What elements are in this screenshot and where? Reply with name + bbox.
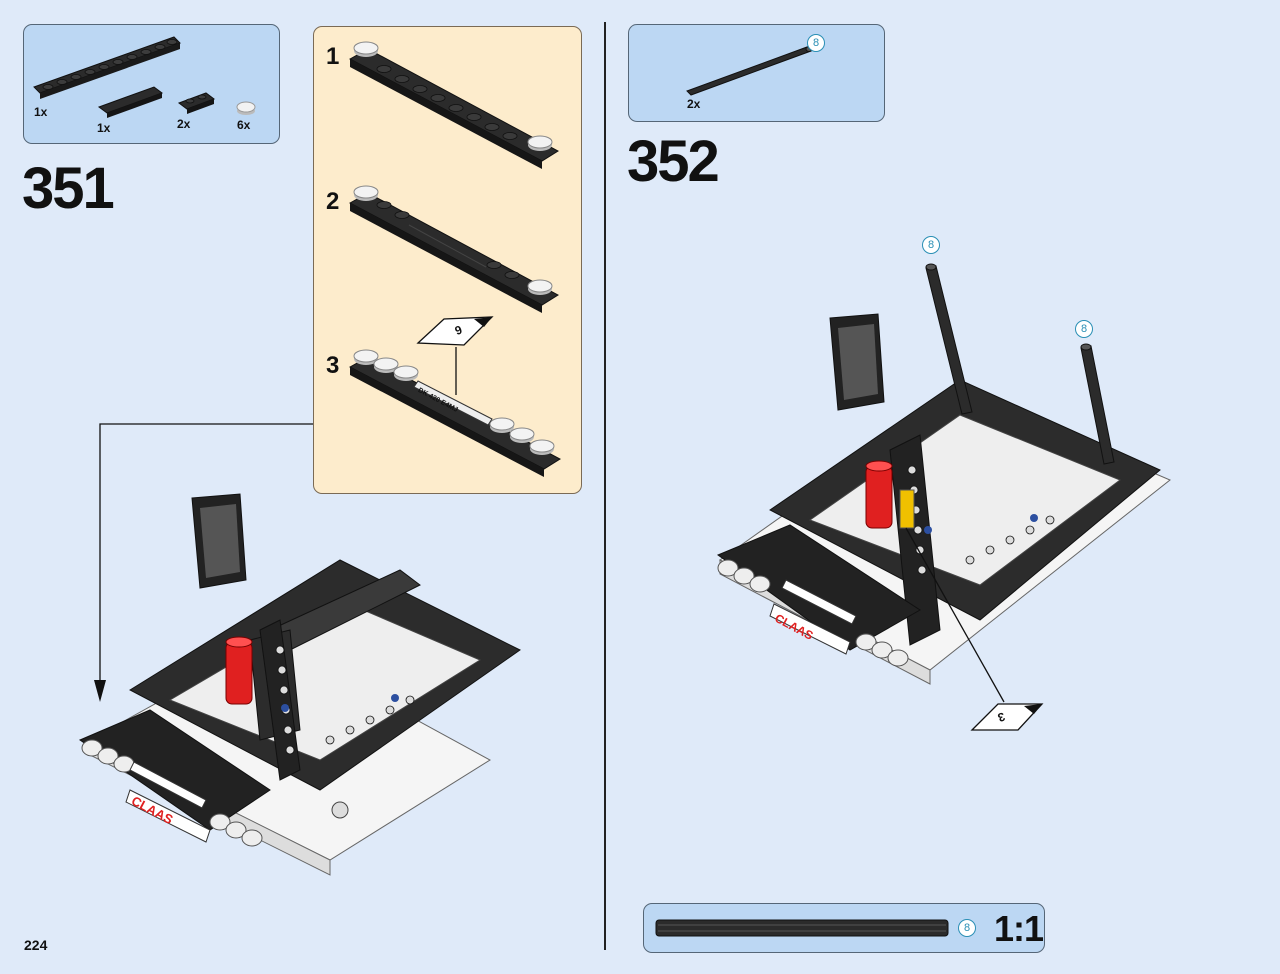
axle-length-badge: 8 (1075, 320, 1093, 338)
part-qty: 1x (34, 105, 48, 119)
axle-length-badge: 8 (807, 34, 825, 52)
page-number: 224 (24, 937, 48, 953)
substep-illustration (348, 41, 561, 477)
step-number-352: 352 (627, 129, 720, 194)
scale-reference-box: 8 1:1 (643, 903, 1045, 953)
model-illustration-352 (716, 263, 1171, 731)
scale-ratio: 1:1 (994, 908, 1044, 949)
part-qty: 1x (97, 121, 111, 135)
substep-number: 2 (326, 188, 340, 215)
substep-number: 3 (326, 352, 340, 379)
axle-length-badge: 8 (922, 236, 940, 254)
parts-list-351: 1x 1x 2x 6x (23, 24, 280, 144)
callout-arrow (94, 423, 313, 702)
part-qty: 6x (237, 118, 251, 132)
axle-length-badge: 8 (958, 919, 976, 937)
parts-list-352: 2x 8 (628, 24, 885, 122)
axle-scale-icon (655, 919, 949, 937)
page-divider (604, 22, 606, 950)
part-qty: 2x (687, 97, 701, 111)
substep-number: 1 (326, 43, 340, 70)
parts-illustration-351 (33, 36, 256, 118)
part-qty: 2x (177, 117, 191, 131)
axle-part-icon (686, 46, 813, 96)
model-illustration-351 (78, 493, 521, 876)
step-number-351: 351 (22, 156, 115, 221)
substep-box-351: 1 2 3 (313, 26, 582, 494)
